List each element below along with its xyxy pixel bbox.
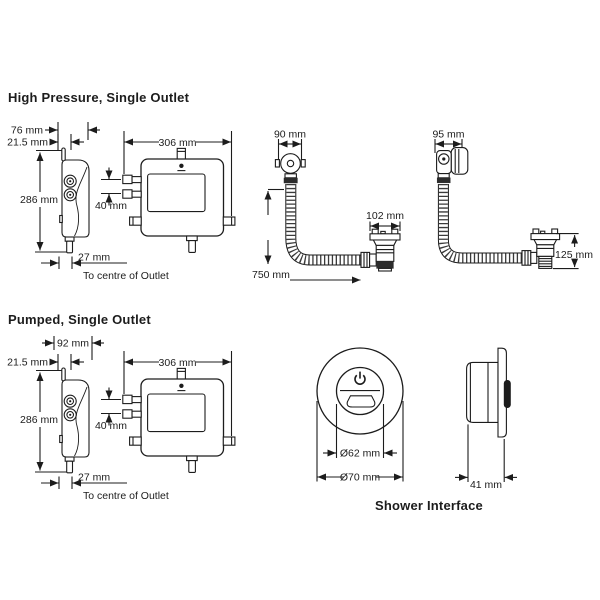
hp-depth-dimension — [45, 122, 100, 140]
pumped-inlet-spacing-label: 40 mm — [95, 420, 127, 432]
hose-length-label: 750 mm — [252, 269, 290, 281]
hp-outlet-offset-label: 27 mm — [78, 252, 110, 264]
bath-filler-overflow-drawing: 90 mm 750 mm — [252, 129, 404, 284]
pumped-unit-drawing — [35, 351, 235, 489]
waste-height-label: 125 mm — [555, 249, 593, 261]
pumped-section: Pumped, Single Outlet 92 mm 21.5 mm 286 … — [7, 312, 235, 502]
bath-waste — [360, 228, 401, 272]
high-pressure-section: High Pressure, Single Outlet 76 mm 21.5 … — [7, 90, 235, 282]
overflow-hose — [285, 184, 361, 266]
hp-width-label: 306 mm — [159, 137, 197, 149]
shower-interface-section: Ø62 mm Ø70 mm 41 mm Shower Interface — [316, 347, 517, 513]
pumped-depth-label: 92 mm — [57, 338, 89, 350]
pumped-outlet-note: To centre of Outlet — [83, 490, 169, 502]
overflow-head-front — [274, 153, 306, 184]
hp-depth-label: 76 mm — [11, 125, 43, 137]
pumped-side-offset-label: 21.5 mm — [7, 357, 48, 369]
shower-interface-front — [316, 347, 404, 435]
pumped-height-label: 286 mm — [20, 414, 58, 426]
bezel-diameter-label: Ø70 mm — [340, 472, 381, 484]
interface-depth-label: 41 mm — [470, 479, 502, 491]
shower-interface-title: Shower Interface — [375, 498, 483, 513]
pumped-depth-dimension — [42, 336, 104, 360]
power-icon — [354, 371, 366, 385]
overflow-width-label: 90 mm — [274, 129, 306, 141]
overflow-head-side — [436, 147, 469, 184]
high-pressure-title: High Pressure, Single Outlet — [8, 90, 190, 105]
hp-outlet-note: To centre of Outlet — [83, 270, 169, 282]
button-edge-profile — [503, 380, 511, 408]
hp-side-offset-label: 21.5 mm — [7, 137, 48, 149]
bath-waste-alt — [521, 228, 561, 269]
hp-height-label: 286 mm — [20, 194, 58, 206]
waste-width-label: 102 mm — [366, 210, 404, 222]
high-pressure-unit-drawing — [35, 131, 235, 269]
hp-inlet-spacing-label: 40 mm — [95, 200, 127, 212]
shower-interface-side — [466, 347, 511, 438]
pumped-width-label: 306 mm — [159, 357, 197, 369]
start-stop-button-outline — [346, 395, 376, 408]
bath-filler-overflow-alt-drawing: 95 mm — [432, 129, 593, 270]
pumped-outlet-offset-label: 27 mm — [78, 472, 110, 484]
overflow-hose-alt — [437, 184, 522, 264]
overflow-width-alt-label: 95 mm — [432, 129, 464, 141]
pumped-title: Pumped, Single Outlet — [8, 312, 151, 327]
button-diameter-label: Ø62 mm — [340, 448, 381, 460]
